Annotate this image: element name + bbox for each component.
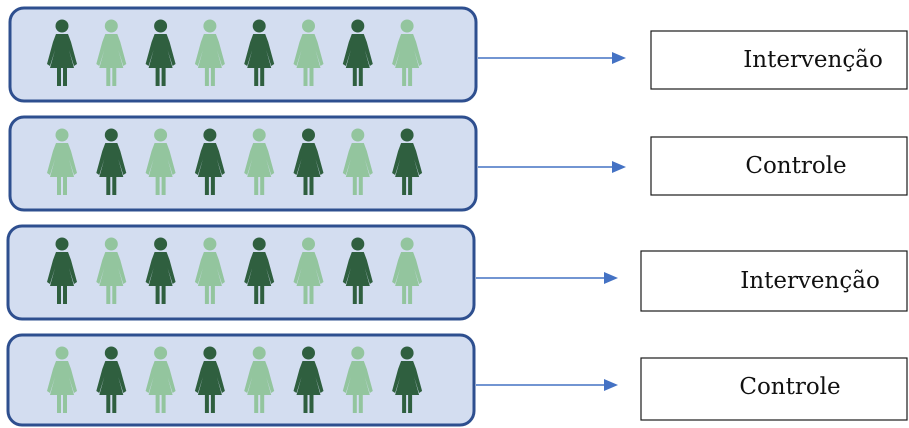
group-label: Intervenção: [740, 268, 880, 294]
label-box: [650, 136, 908, 196]
arrow-head: [604, 272, 618, 284]
label-box: [640, 357, 908, 421]
label-box: [640, 250, 908, 312]
group-row-2: Controle: [8, 115, 908, 212]
group-row-1: Intervenção: [8, 6, 908, 103]
group-row-3: Intervenção: [6, 224, 908, 321]
group-label: Controle: [745, 153, 846, 179]
group-label: Intervenção: [743, 47, 883, 73]
label-box: [650, 30, 908, 90]
group-label: Controle: [739, 374, 840, 400]
group-row-4: Controle: [6, 333, 908, 427]
arrow-head: [612, 52, 626, 64]
arrow-head: [612, 161, 626, 173]
arrow-head: [604, 379, 618, 391]
